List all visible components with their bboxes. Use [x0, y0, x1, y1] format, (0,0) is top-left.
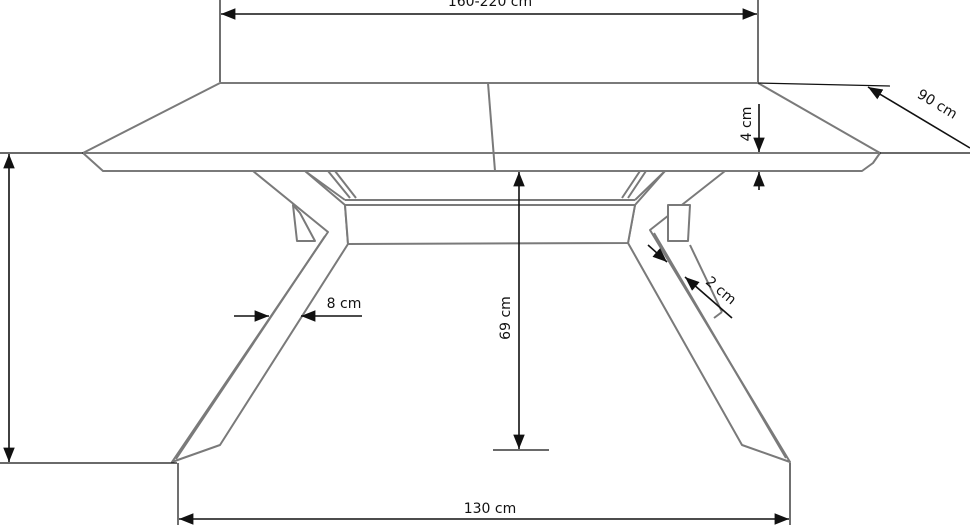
base-width-label: 130 cm	[464, 501, 517, 517]
height-dimension-left	[0, 152, 177, 464]
height-label: 69 cm	[498, 296, 514, 340]
leg-width-dimension: 8 cm	[234, 296, 362, 322]
leg-width-label: 8 cm	[327, 296, 362, 312]
right-leg	[627, 170, 791, 463]
thickness-label: 4 cm	[739, 107, 755, 142]
depth-label: 90 cm	[914, 86, 960, 122]
thickness-dimension: 4 cm	[739, 104, 765, 190]
base-width-dimension: 130 cm	[177, 463, 791, 525]
leg-depth-label: 2 cm	[702, 274, 739, 309]
apron-frame	[304, 170, 666, 245]
tabletop	[82, 82, 881, 172]
length-dimension: 160-220 cm	[219, 0, 759, 82]
length-label: 160-220 cm	[448, 0, 532, 10]
height-dimension-center: 69 cm	[493, 172, 549, 451]
